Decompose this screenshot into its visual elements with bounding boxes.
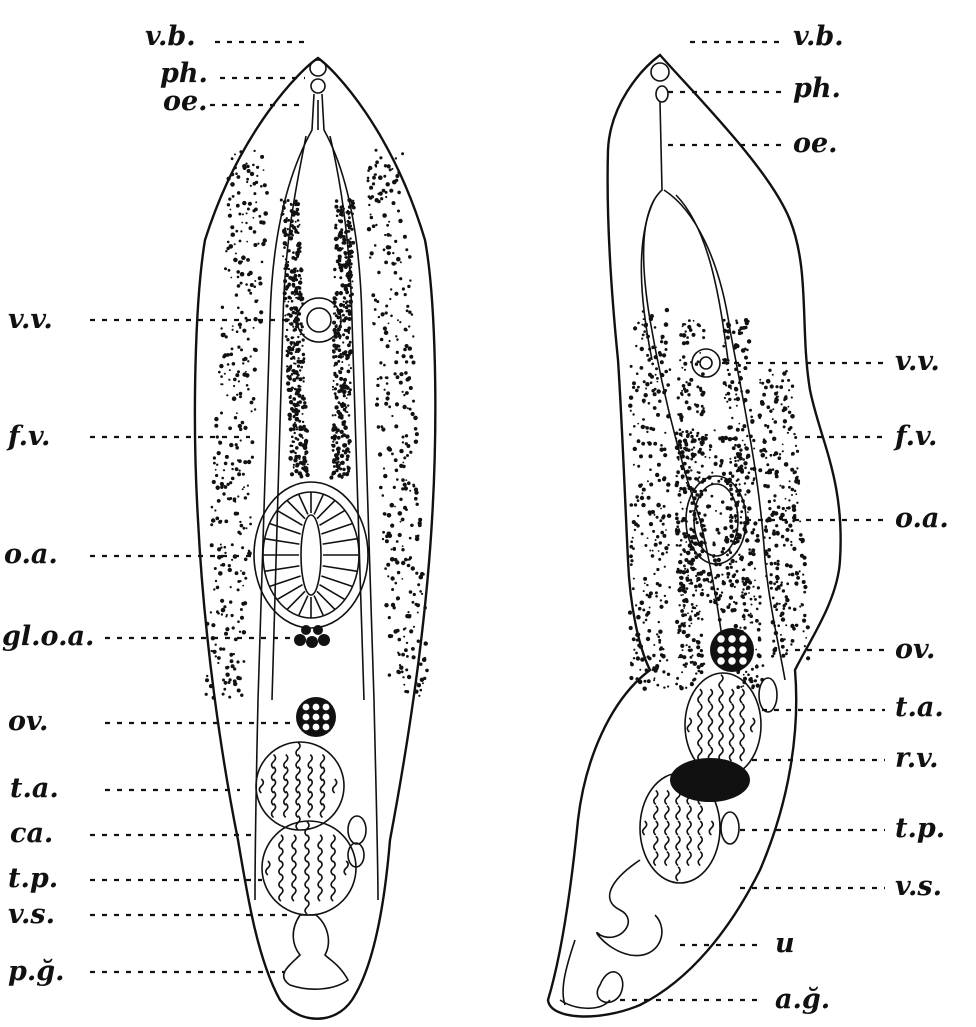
label-left-ta: t.a. — [10, 773, 59, 804]
label-left-oe: oe. — [163, 86, 208, 117]
left-posterior-testis — [262, 821, 356, 915]
label-right-ag: a.ğ. — [775, 984, 830, 1015]
left-caeca — [255, 94, 378, 900]
label-right-ph: ph. — [793, 73, 841, 104]
label-left-ca: ca. — [10, 818, 53, 849]
label-right-rv: r.v. — [895, 743, 939, 774]
right-oral-sucker — [651, 63, 669, 81]
label-left-vb: v.b. — [145, 21, 196, 52]
label-right-tp: t.p. — [895, 813, 945, 844]
right-labels: v.b. ph. oe. v.v. f.v. o.a. ov. t.a. r.v… — [775, 21, 949, 1015]
label-right-vs: v.s. — [895, 871, 942, 902]
label-left-fv: f.v. — [6, 421, 50, 452]
label-right-vv: v.v. — [895, 346, 940, 377]
label-left-vv: v.v. — [8, 304, 53, 335]
label-right-u: u — [775, 928, 795, 959]
label-left-oa: o.a. — [4, 539, 58, 570]
right-receptaculum — [670, 758, 750, 802]
left-body-outline — [195, 58, 435, 1019]
right-pharynx — [656, 86, 668, 102]
label-right-vb: v.b. — [793, 21, 844, 52]
left-specimen — [195, 58, 435, 1019]
label-right-oa: o.a. — [895, 503, 949, 534]
label-left-gloa: gl.o.a. — [2, 621, 94, 652]
left-labels: v.b. ph. oe. v.v. f.v. o.a. gl.o.a. ov. … — [2, 21, 208, 987]
label-left-ov: ov. — [8, 706, 48, 737]
left-genital-complex — [284, 915, 348, 989]
label-left-ph: ph. — [160, 58, 208, 89]
left-oral-sucker — [310, 60, 326, 76]
label-left-pg: p.ğ. — [8, 956, 65, 987]
label-right-ta: t.a. — [895, 692, 944, 723]
left-pharynx — [311, 79, 325, 93]
right-specimen — [548, 55, 841, 1016]
label-right-oe: oe. — [793, 128, 838, 159]
label-right-fv: f.v. — [893, 421, 937, 452]
label-right-ov: ov. — [895, 634, 935, 665]
label-left-vs: v.s. — [8, 899, 55, 930]
right-uterus — [597, 860, 662, 1002]
label-left-tp: t.p. — [8, 863, 58, 894]
